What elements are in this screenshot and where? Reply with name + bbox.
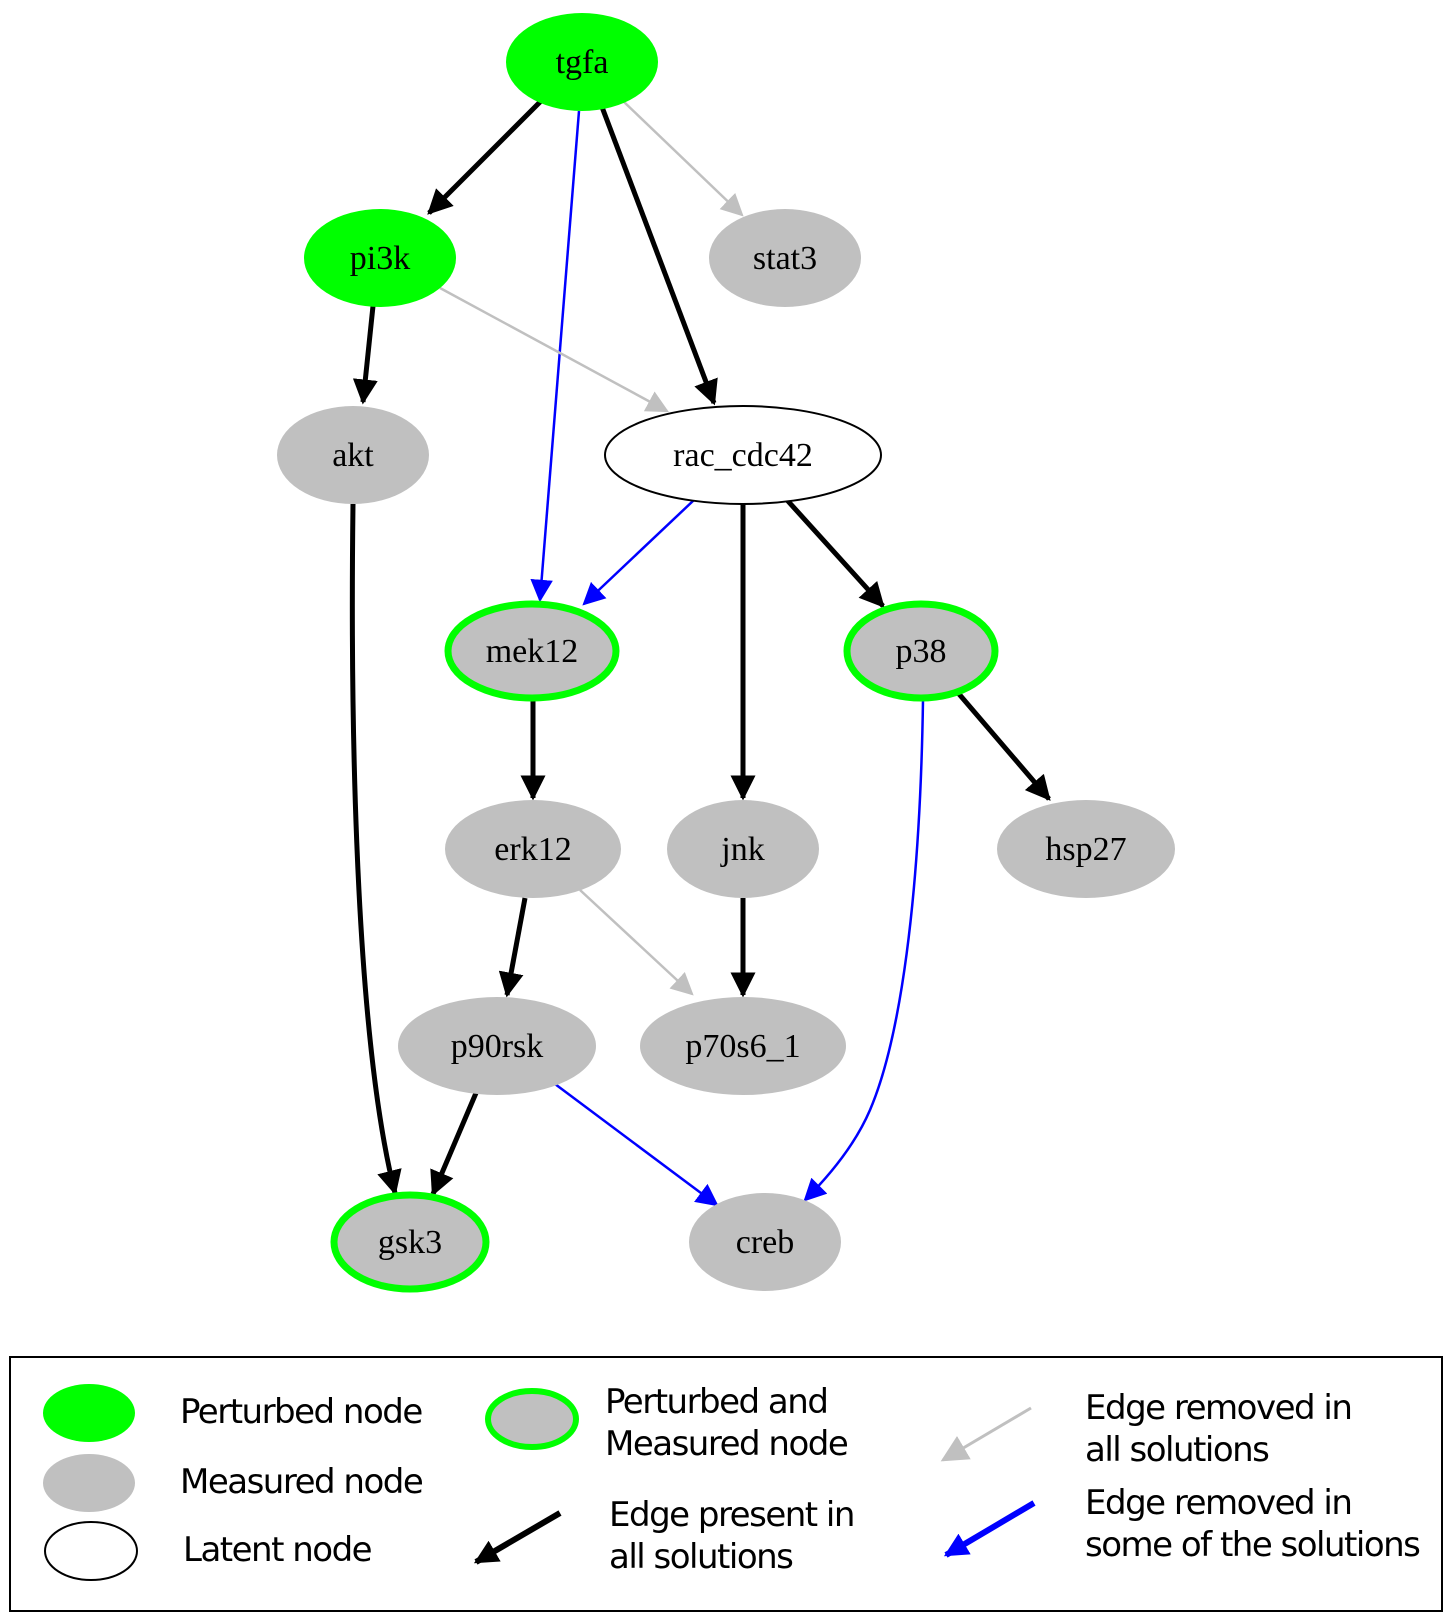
node-jnk-shape [667,800,819,898]
node-p90rsk: p90rsk [398,997,596,1095]
legend-edge-removed-some-label-2: some of the solutions [1085,1525,1420,1565]
node-akt-label: akt [332,437,374,474]
node-tgfa-shape [506,13,658,111]
node-mek12-shape [444,600,620,702]
edge-akt-to-gsk3 [349,503,402,1196]
node-creb-label: creb [736,1224,795,1261]
node-akt: akt [277,406,429,504]
node-pi3k: pi3k [304,209,456,307]
node-gsk3: gsk3 [330,1191,490,1293]
node-erk12-shape [445,800,621,898]
node-erk12: erk12 [445,800,621,898]
node-p70s6_1-shape [640,997,846,1095]
legend-edge-removed-some-arrow [943,1500,1036,1558]
node-p70s6_1: p70s6_1 [640,997,846,1095]
edge-rac_cdc42-to-mek12 [582,499,695,606]
legend-edge-removed-some-label-1: Edge removed in [1085,1483,1351,1523]
legend-edge-present-arrow [473,1510,562,1565]
node-p90rsk-shape [398,997,596,1095]
node-mek12-label: mek12 [486,633,579,670]
legend-measured-swatch [43,1454,135,1512]
node-tgfa-label: tgfa [556,44,609,81]
nodes-layer: tgfa pi3k stat3 akt rac_cdc42 mek12 p38 erk12 jn… [277,13,1175,1293]
edge-erk12-to-p90rsk [498,897,528,998]
legend-latent-swatch [44,1521,138,1581]
node-creb: creb [689,1193,841,1291]
node-hsp27-label: hsp27 [1045,831,1126,868]
edges-layer [349,98,1051,1207]
edge-p38-to-creb [803,699,925,1202]
node-tgfa: tgfa [506,13,658,111]
node-stat3-shape [709,209,861,307]
edge-p90rsk-to-creb [554,1082,719,1207]
legend-edge-removed-all-label-2: all solutions [1085,1430,1269,1470]
legend-edge-removed-all-arrow [940,1406,1032,1462]
edge-tgfa-to-stat3 [622,100,744,217]
edge-erk12-to-p70s6_1 [579,889,694,996]
node-p38: p38 [843,600,999,702]
legend-perturbed-label: Perturbed node [180,1392,422,1432]
node-rac_cdc42-shape [604,405,882,505]
legend-edge-present-label-2: all solutions [609,1537,793,1577]
legend-perturbed-swatch [43,1384,135,1442]
node-jnk-label: jnk [720,831,764,868]
edge-tgfa-to-rac_cdc42 [599,106,718,406]
node-p38-shape [843,600,999,702]
edge-tgfa-to-mek12 [530,110,581,603]
node-pi3k-label: pi3k [350,240,410,277]
node-p38-label: p38 [896,633,947,670]
edge-pi3k-to-rac_cdc42 [439,286,669,413]
node-rac_cdc42-label: rac_cdc42 [673,437,813,474]
node-jnk: jnk [667,800,819,898]
legend-perturbed-measured-label-1: Perturbed and [605,1382,827,1422]
legend: Perturbed node Measured node Latent node… [9,1356,1443,1612]
node-stat3: stat3 [709,209,861,307]
node-akt-shape [277,406,429,504]
node-hsp27-shape [997,800,1175,898]
node-erk12-label: erk12 [494,831,571,868]
node-gsk3-label: gsk3 [378,1224,442,1261]
node-pi3k-shape [304,209,456,307]
node-p90rsk-label: p90rsk [451,1028,544,1065]
node-hsp27: hsp27 [997,800,1175,898]
edge-rac_cdc42-to-p38 [785,498,885,608]
node-mek12: mek12 [444,600,620,702]
node-creb-shape [689,1193,841,1291]
legend-perturbed-measured-swatch [485,1388,579,1450]
edge-pi3k-to-akt [352,305,378,405]
edge-p90rsk-to-gsk3 [430,1092,479,1197]
legend-measured-label: Measured node [180,1462,423,1502]
legend-edge-present-label-1: Edge present in [609,1495,854,1535]
node-p70s6_1-label: p70s6_1 [685,1028,800,1065]
legend-edge-removed-all-label-1: Edge removed in [1085,1388,1351,1428]
edge-tgfa-to-pi3k [427,98,544,215]
node-rac_cdc42: rac_cdc42 [604,405,882,505]
edge-p38-to-hsp27 [957,692,1051,801]
node-gsk3-shape [330,1191,490,1293]
legend-latent-label: Latent node [183,1530,372,1570]
legend-box [9,1356,1443,1612]
node-stat3-label: stat3 [753,240,817,277]
legend-perturbed-measured-label-2: Measured node [605,1424,848,1464]
